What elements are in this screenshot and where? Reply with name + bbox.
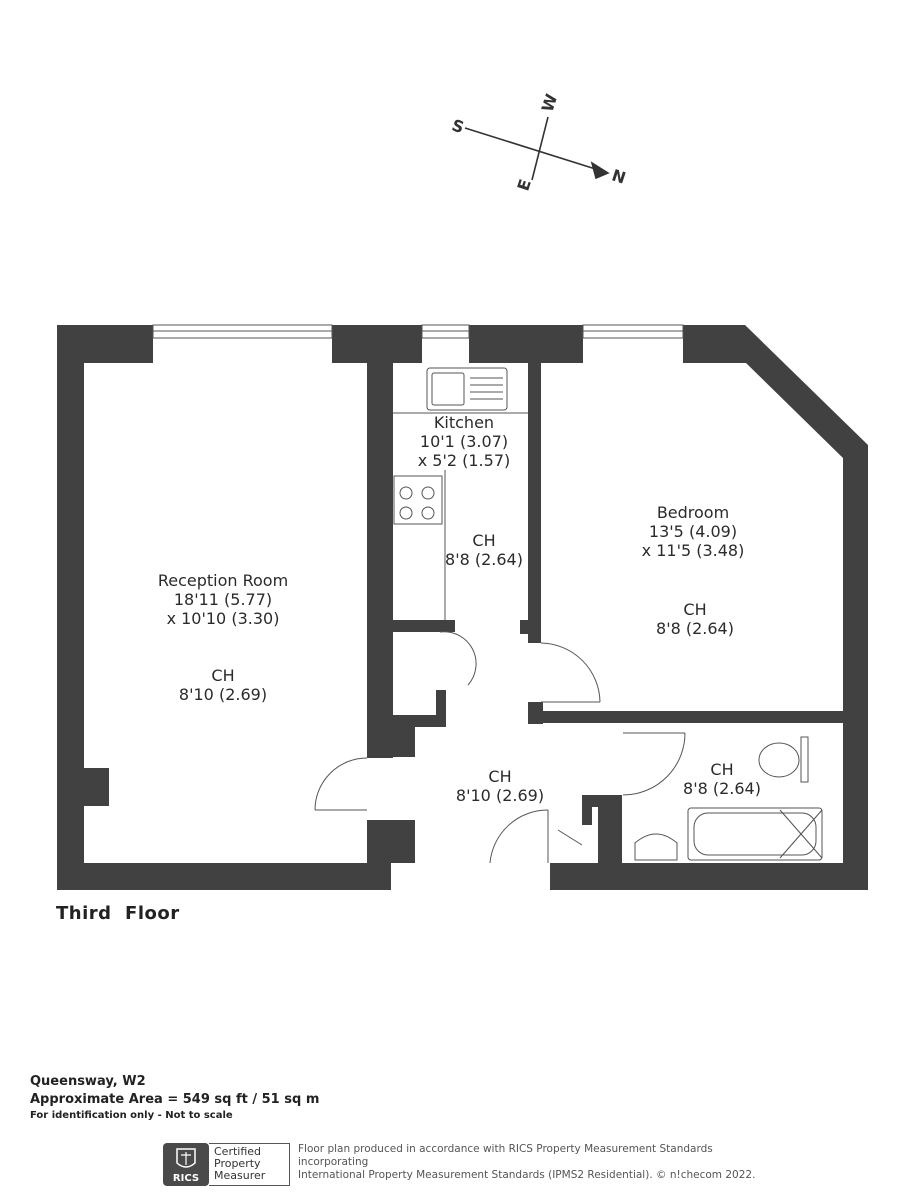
identification-note: For identification only - Not to scale [30, 1110, 233, 1121]
compass [464, 116, 610, 181]
hall-ch: CH [488, 767, 512, 786]
wall-bedroom-bathroom [543, 711, 868, 723]
disclaimer-line-2: International Property Measurement Stand… [298, 1169, 756, 1181]
reception-height: 8'10 (2.69) [178, 685, 268, 704]
wall-kitchen-bedroom [528, 363, 541, 643]
address: Queensway, W2 [30, 1074, 146, 1089]
bedroom-dim2: x 11'5 (3.48) [641, 541, 745, 560]
wall-cupboard-top [367, 620, 455, 632]
reception-ch: CH [211, 666, 235, 685]
reception-label: Reception Room 18'11 (5.77) x 10'10 (3.3… [113, 571, 333, 628]
wall-bedroom-stub [528, 702, 543, 724]
wall-left-pier [84, 768, 109, 806]
wall-closet-right [598, 795, 610, 863]
door-bedroom-swing [540, 642, 601, 703]
bathroom-ch: CH [710, 760, 734, 779]
reception-ceiling-label: CH 8'10 (2.69) [153, 666, 293, 704]
bedroom-ceiling-label: CH 8'8 (2.64) [625, 600, 765, 638]
rics-logo: RICS [163, 1143, 209, 1186]
compass-west-label: W [538, 91, 562, 114]
wall-top-2 [332, 325, 422, 363]
cert-line-2: Property [214, 1157, 261, 1170]
kitchen-dim1: 10'1 (3.07) [419, 432, 509, 451]
shower-line [779, 809, 823, 859]
sink-bowl [431, 372, 465, 406]
wall-left [57, 325, 84, 890]
kitchen-label: Kitchen 10'1 (3.07) x 5'2 (1.57) [384, 413, 544, 470]
wall-step [393, 727, 415, 757]
wall-closet-left [582, 795, 592, 825]
bedroom-dim1: 13'5 (4.09) [648, 522, 738, 541]
door-entrance-swing [489, 809, 549, 864]
rics-logo-text: RICS [173, 1173, 199, 1184]
bedroom-label: Bedroom 13'5 (4.09) x 11'5 (3.48) [613, 503, 773, 560]
bedroom-name: Bedroom [656, 503, 730, 522]
wall-top-3 [469, 325, 583, 363]
compass-ew-line [531, 116, 549, 181]
cert-line-3: Measurer [214, 1169, 266, 1182]
wall-partition-reception [367, 363, 393, 758]
bathtub-inner [693, 812, 817, 856]
bedroom-height: 8'8 (2.64) [656, 619, 734, 638]
hob-ring [421, 506, 435, 520]
compass-north-label: N [610, 166, 629, 188]
walls [57, 325, 868, 890]
bathroom-height: 8'8 (2.64) [683, 779, 761, 798]
compass-ns-line [464, 127, 606, 173]
wall-cupboard-bottom [393, 715, 436, 727]
disclaimer: Floor plan produced in accordance with R… [298, 1143, 768, 1182]
door-bathroom-swing [622, 732, 686, 796]
fixtures [393, 367, 823, 861]
cert-line-1: Certified [214, 1145, 262, 1158]
rics-shield-icon: RICS [173, 1148, 199, 1184]
door-reception-swing [314, 757, 368, 811]
wall-bottom-left [57, 863, 391, 890]
windows [152, 324, 684, 339]
wall-kitchen-stub [520, 620, 528, 634]
toilet-cistern [800, 736, 809, 783]
kitchen-name: Kitchen [433, 413, 495, 432]
bedroom-ch: CH [683, 600, 707, 619]
reception-dim2: x 10'10 (3.30) [166, 609, 280, 628]
wall-cupboard-side [436, 690, 446, 727]
compass-south-label: S [450, 116, 467, 138]
kitchen-height: 8'8 (2.64) [445, 550, 523, 569]
kitchen-ch: CH [472, 531, 496, 550]
approximate-area: Approximate Area = 549 sq ft / 51 sq m [30, 1092, 320, 1107]
north-arrow-icon [590, 161, 610, 180]
hob-ring [421, 486, 435, 500]
door-closet-leaf [557, 829, 583, 846]
kitchen-ceiling-label: CH 8'8 (2.64) [414, 531, 554, 569]
door-cupboard-swing [439, 631, 477, 686]
wall-top-right-diagonal [683, 325, 868, 890]
hob-ring [399, 506, 413, 520]
wall-bottom-right [550, 863, 868, 890]
wall-bottom-pier [367, 820, 415, 863]
reception-name: Reception Room [157, 571, 289, 590]
wall-bath-left [610, 795, 622, 863]
bathroom-ceiling-label: CH 8'8 (2.64) [652, 760, 792, 798]
doors [314, 631, 686, 864]
hob-ring [399, 486, 413, 500]
floor-label: Third Floor [56, 903, 180, 924]
hall-height: 8'10 (2.69) [455, 786, 545, 805]
disclaimer-line-1: Floor plan produced in accordance with R… [298, 1143, 713, 1168]
hall-ceiling-label: CH 8'10 (2.69) [430, 767, 570, 805]
certified-measurer-badge: Certified Property Measurer [209, 1143, 290, 1186]
reception-dim1: 18'11 (5.77) [173, 590, 273, 609]
toilet-icon [758, 742, 800, 778]
basin-icon [634, 833, 678, 861]
kitchen-dim2: x 5'2 (1.57) [417, 451, 511, 470]
